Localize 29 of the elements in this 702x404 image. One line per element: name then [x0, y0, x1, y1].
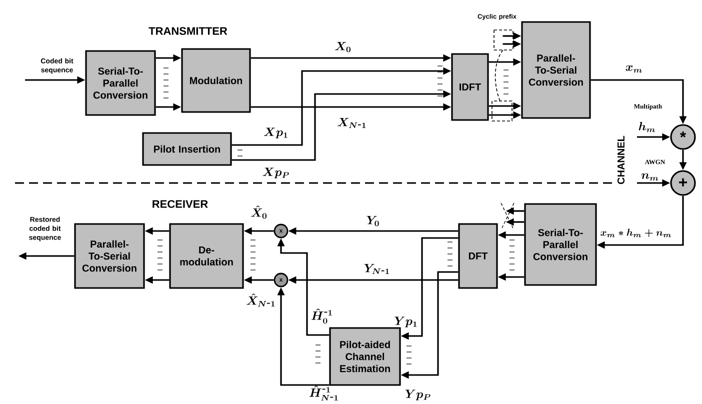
edge-label: $Xp_{1}$ [264, 128, 288, 138]
process-box: Pilot Insertion [142, 132, 232, 166]
process-box: DFT [458, 223, 498, 289]
edge-label: $x_{m}*h_{m}+n_{m}$ [600, 228, 671, 238]
edge-label: $Xp_{P}$ [262, 168, 289, 178]
process-box: Modulation [181, 48, 251, 113]
edge-label: $\hat{H}_{0}^{\textrm{-}1}$ [311, 308, 332, 324]
process-box: De-modulation [169, 223, 244, 289]
edge-label: $x_{m}$ [626, 65, 642, 73]
edge-label: $X_{N\textrm{-}1}$ [338, 118, 366, 128]
edge-label: $Yp_{P}$ [405, 390, 430, 400]
process-box: Serial-To-Parallel Conversion [524, 203, 597, 286]
process-box: Serial-To-Parallel Conversion [85, 50, 156, 116]
edge-label: $Y_{N\textrm{-}1}$ [364, 264, 389, 274]
edge-label: $\hat{H}_{N\textrm{-}1}^{\textrm{-}1}$ [310, 386, 338, 400]
edge-label: $Y_{0}$ [366, 216, 379, 226]
edge-label: $n_{m}$ [641, 173, 658, 181]
process-box: Parallel-To-Serial Conversion [74, 223, 145, 289]
edge-label: $X_{0}$ [335, 42, 350, 52]
edge-label: $\hat{X}_{0}$ [251, 205, 266, 219]
section-heading: RECEIVER [152, 200, 208, 208]
section-heading: CHANNEL [617, 136, 625, 184]
process-box: Pilot-aided Channel Estimation [329, 327, 401, 386]
edge-label: $Yp_{1}$ [394, 316, 417, 328]
edge-label: $h_{m}$ [638, 122, 655, 132]
section-heading: TRANSMITTER [148, 27, 228, 35]
process-box: Parallel-To-Serial Conversion [521, 21, 591, 119]
process-box: IDFT [451, 53, 489, 121]
edge-label: $\hat{X}_{N\textrm{-}1}$ [246, 293, 275, 306]
